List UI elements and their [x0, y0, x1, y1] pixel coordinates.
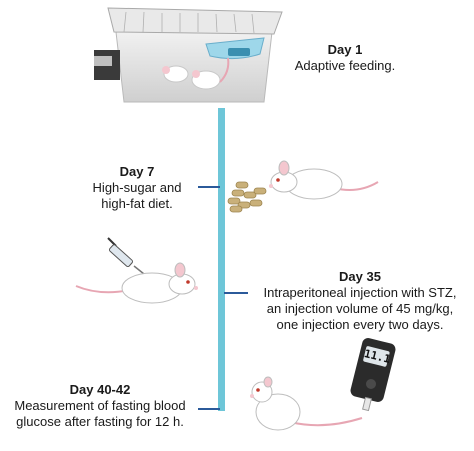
step-day35-line2: an injection volume of 45 mg/kg, [266, 301, 454, 316]
step-day40-line1: Measurement of fasting blood [14, 398, 186, 413]
timeline-tick-day35 [224, 292, 248, 294]
rat-icon [75, 262, 198, 304]
glucometer-icon [350, 338, 396, 412]
rat-icon [250, 376, 363, 431]
step-day7-line1: High-sugar and [92, 180, 182, 195]
step-day1: Day 1 Adaptive feeding. [280, 42, 410, 74]
step-day35-line3: one injection every two days. [276, 317, 444, 332]
step-day35-day: Day 35 [339, 269, 381, 284]
syringe-icon [107, 237, 145, 275]
food-pellets-icon [227, 181, 267, 213]
step-day40: Day 40-42 Measurement of fasting blood g… [2, 382, 198, 430]
step-day7-line2: high-fat diet. [101, 196, 173, 211]
cage-icon [94, 7, 283, 103]
step-day1-day: Day 1 [327, 42, 363, 57]
step-day7-day: Day 7 [119, 164, 155, 179]
rat-icon [269, 160, 379, 200]
timeline-bar [218, 108, 225, 411]
step-day35-line1: Intraperitoneal injection with STZ, [263, 285, 457, 300]
step-day40-day: Day 40-42 [69, 382, 131, 397]
step-day40-line2: glucose after fasting for 12 h. [16, 414, 184, 429]
step-day35: Day 35 Intraperitoneal injection with ST… [250, 269, 470, 333]
step-day7: Day 7 High-sugar and high-fat diet. [72, 164, 202, 212]
step-day1-line1: Adaptive feeding. [294, 58, 396, 73]
timeline-tick-day40 [198, 408, 220, 410]
timeline-tick-day7 [198, 186, 220, 188]
